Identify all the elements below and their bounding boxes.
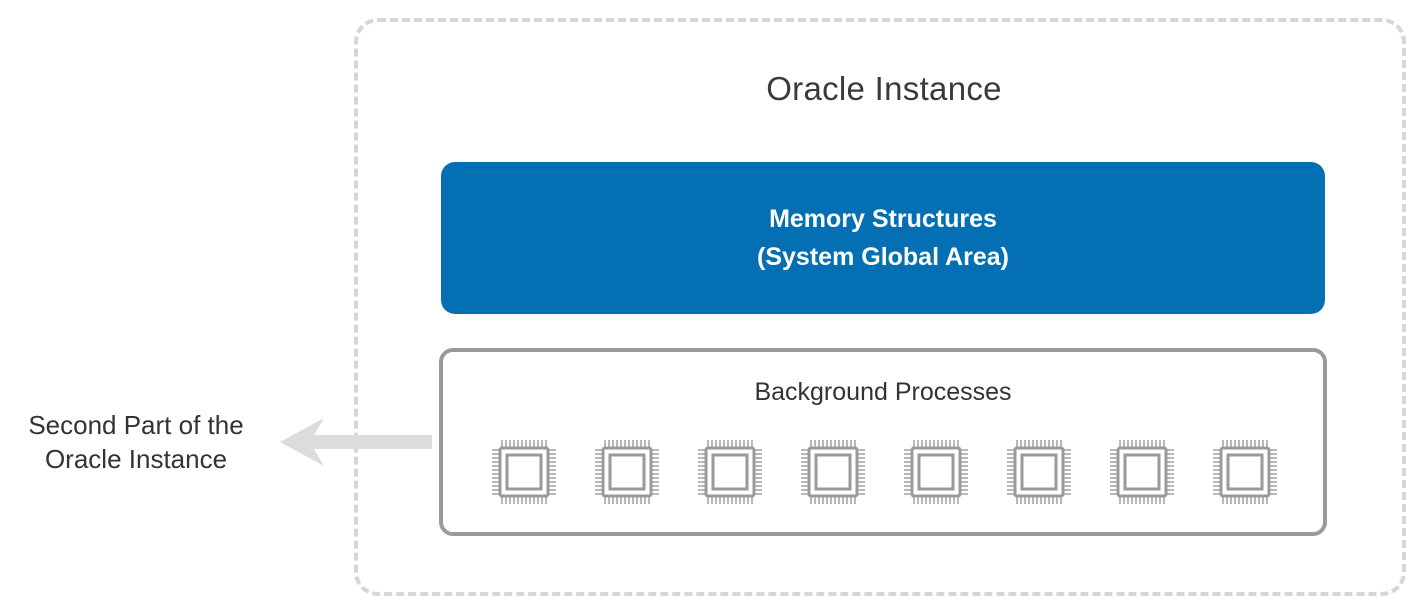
cpu-chip-icon (1005, 438, 1073, 506)
arrow-shape (280, 418, 432, 466)
oracle-instance-frame (354, 18, 1406, 596)
second-part-line-1: Second Part of the (28, 410, 244, 440)
second-part-line-2: Oracle Instance (44, 444, 228, 474)
cpu-chip-icon (696, 438, 764, 506)
cpu-chip-icon (799, 438, 867, 506)
memory-structures-label: Memory Structures (769, 205, 997, 233)
left-arrow-icon (280, 418, 432, 466)
cpu-chip-icon (593, 438, 661, 506)
second-part-label: Second Part of the Oracle Instance (0, 408, 272, 476)
oracle-instance-title: Oracle Instance (766, 70, 1002, 107)
memory-structures-box: Memory Structures (System Global Area) (441, 162, 1325, 314)
cpu-chip-icon (490, 438, 558, 506)
cpu-chip-icon (1211, 438, 1279, 506)
cpu-chip-icon (1108, 438, 1176, 506)
background-processes-title: Background Processes (754, 378, 1012, 406)
system-global-area-label: (System Global Area) (757, 243, 1009, 271)
cpu-chip-icon (902, 438, 970, 506)
background-processes-box: Background Processes (439, 348, 1327, 536)
